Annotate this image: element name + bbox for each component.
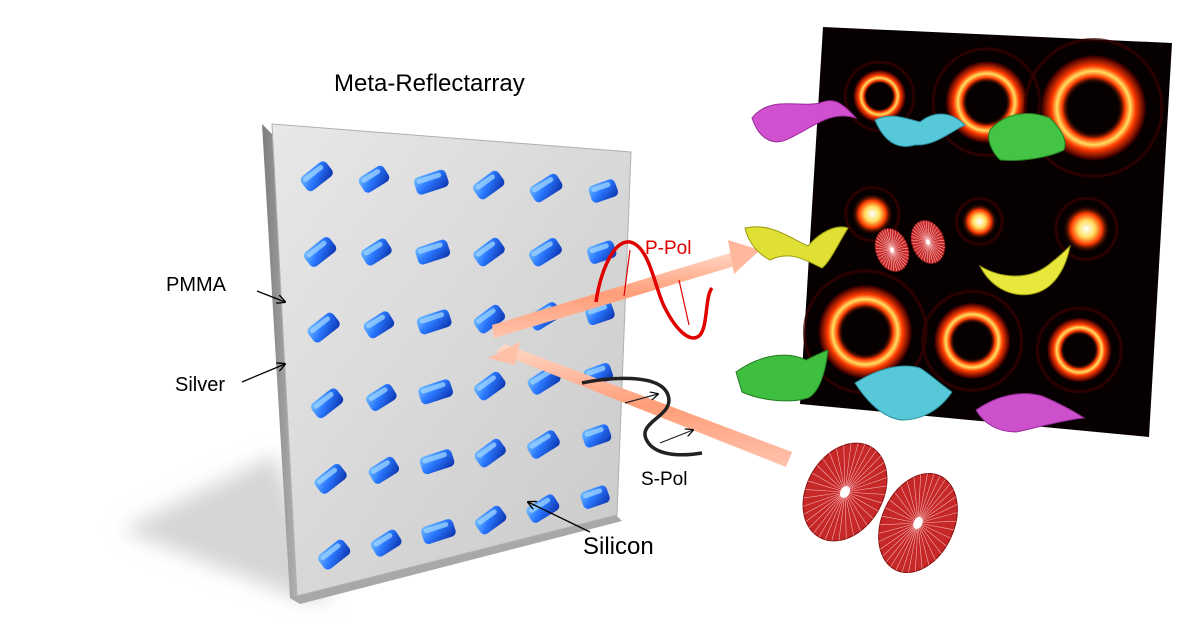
silicon-arrow [528, 502, 591, 533]
silicon-pillar [529, 173, 563, 203]
silicon-pillar [473, 304, 506, 334]
vortex-ring [955, 197, 1004, 246]
silicon-pillar [413, 169, 449, 195]
silicon-pillar [474, 505, 507, 535]
silicon-pillar [366, 384, 397, 411]
silicon-pillar [363, 311, 395, 339]
ribbon-magenta-1 [751, 100, 858, 143]
silicon-pillar [473, 237, 505, 267]
ribbon-magenta-2 [975, 393, 1086, 433]
silicon-pillar [580, 485, 610, 509]
ribbon-green-1 [988, 113, 1066, 161]
ribbon-yellow-2 [978, 244, 1071, 296]
vortex-ring [844, 185, 901, 243]
p-pol-label: P-Pol [645, 238, 692, 259]
silicon-pillar [416, 309, 452, 335]
phase-ribbons [735, 100, 1086, 433]
s-pol-wave [581, 376, 703, 457]
silicon-pillar [421, 519, 456, 545]
silicon-pillar-grid [300, 161, 619, 570]
ribbon-cyan-2 [854, 365, 953, 421]
vortex-ring [1054, 197, 1119, 261]
silicon-pillar [526, 430, 560, 459]
intensity-disc [802, 442, 888, 542]
silicon-pillar [588, 179, 619, 203]
reflected-beam [492, 240, 760, 338]
silicon-pillar [419, 449, 455, 475]
vortex-ring [1023, 38, 1164, 178]
silicon-pillar [303, 237, 337, 267]
silicon-pillar [581, 424, 612, 448]
silicon-pillar [368, 456, 400, 484]
silicon-label: Silicon [583, 533, 654, 560]
silicon-pillar [358, 165, 390, 193]
silicon-pillar [474, 371, 506, 401]
ribbon-cyan-1 [874, 113, 966, 147]
p-pol-wave [594, 240, 714, 340]
silicon-pillar [307, 312, 340, 343]
intensity-disc [878, 472, 958, 574]
silicon-pillar [370, 529, 402, 557]
silicon-pillar [474, 438, 506, 468]
pmma-arrow [256, 290, 285, 302]
vortex-ring [921, 289, 1024, 392]
s-pol-label: S-Pol [641, 469, 688, 490]
vortex-ring [1035, 306, 1123, 394]
vortex-beam-grid [802, 38, 1164, 395]
intensity-disc [910, 220, 946, 264]
silicon-pillar [473, 170, 505, 200]
silicon-pillar [310, 388, 344, 419]
silicon-pillar [528, 237, 562, 267]
silver-arrow [241, 364, 285, 383]
plate-face [271, 123, 632, 597]
plate-shadow [122, 455, 330, 600]
vortex-ring [843, 60, 916, 132]
diagram-title: Meta-Reflectarray [334, 70, 525, 97]
ribbon-green-2 [735, 349, 829, 402]
intensity-disc [874, 228, 910, 272]
incident-beam [488, 342, 792, 467]
plate-bottom-edge [290, 515, 622, 604]
label-arrows [241, 290, 591, 533]
pmma-label: PMMA [166, 274, 226, 296]
silicon-pillar [317, 539, 351, 570]
intensity-discs [802, 220, 958, 574]
ribbon-yellow-1 [744, 226, 849, 269]
silicon-pillar [415, 239, 451, 265]
silicon-pillar [418, 379, 453, 405]
silicon-pillar [361, 238, 392, 266]
silicon-pillar [314, 463, 347, 494]
silicon-pillar [300, 161, 333, 192]
silver-label: Silver [175, 374, 226, 396]
